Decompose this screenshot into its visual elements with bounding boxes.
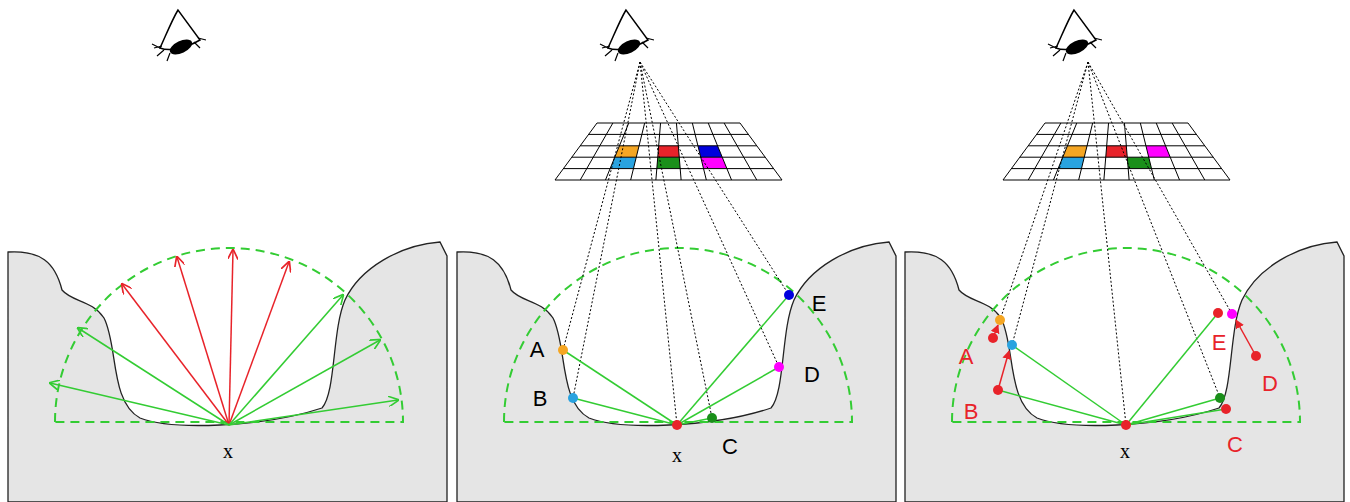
sample-label: B: [533, 388, 548, 410]
pixel-grid: [1003, 123, 1230, 180]
sample-label: D: [1262, 373, 1278, 395]
sample-label: C: [722, 436, 738, 458]
sample-label: D: [804, 364, 820, 386]
pixel-cell: [657, 157, 680, 168]
sample-label: A: [959, 346, 974, 368]
point-label: x: [672, 445, 682, 465]
point-label: x: [1120, 441, 1130, 461]
sample-label: C: [1227, 434, 1243, 456]
sample-label: E: [1212, 332, 1227, 354]
sample-label: B: [964, 401, 979, 423]
pixel-cell: [1106, 146, 1127, 157]
pixel-cell: [658, 146, 679, 157]
sample-label: E: [812, 293, 827, 315]
pixel-grid: [555, 123, 782, 180]
sample-label: A: [530, 339, 545, 361]
point-label: x: [223, 441, 233, 461]
